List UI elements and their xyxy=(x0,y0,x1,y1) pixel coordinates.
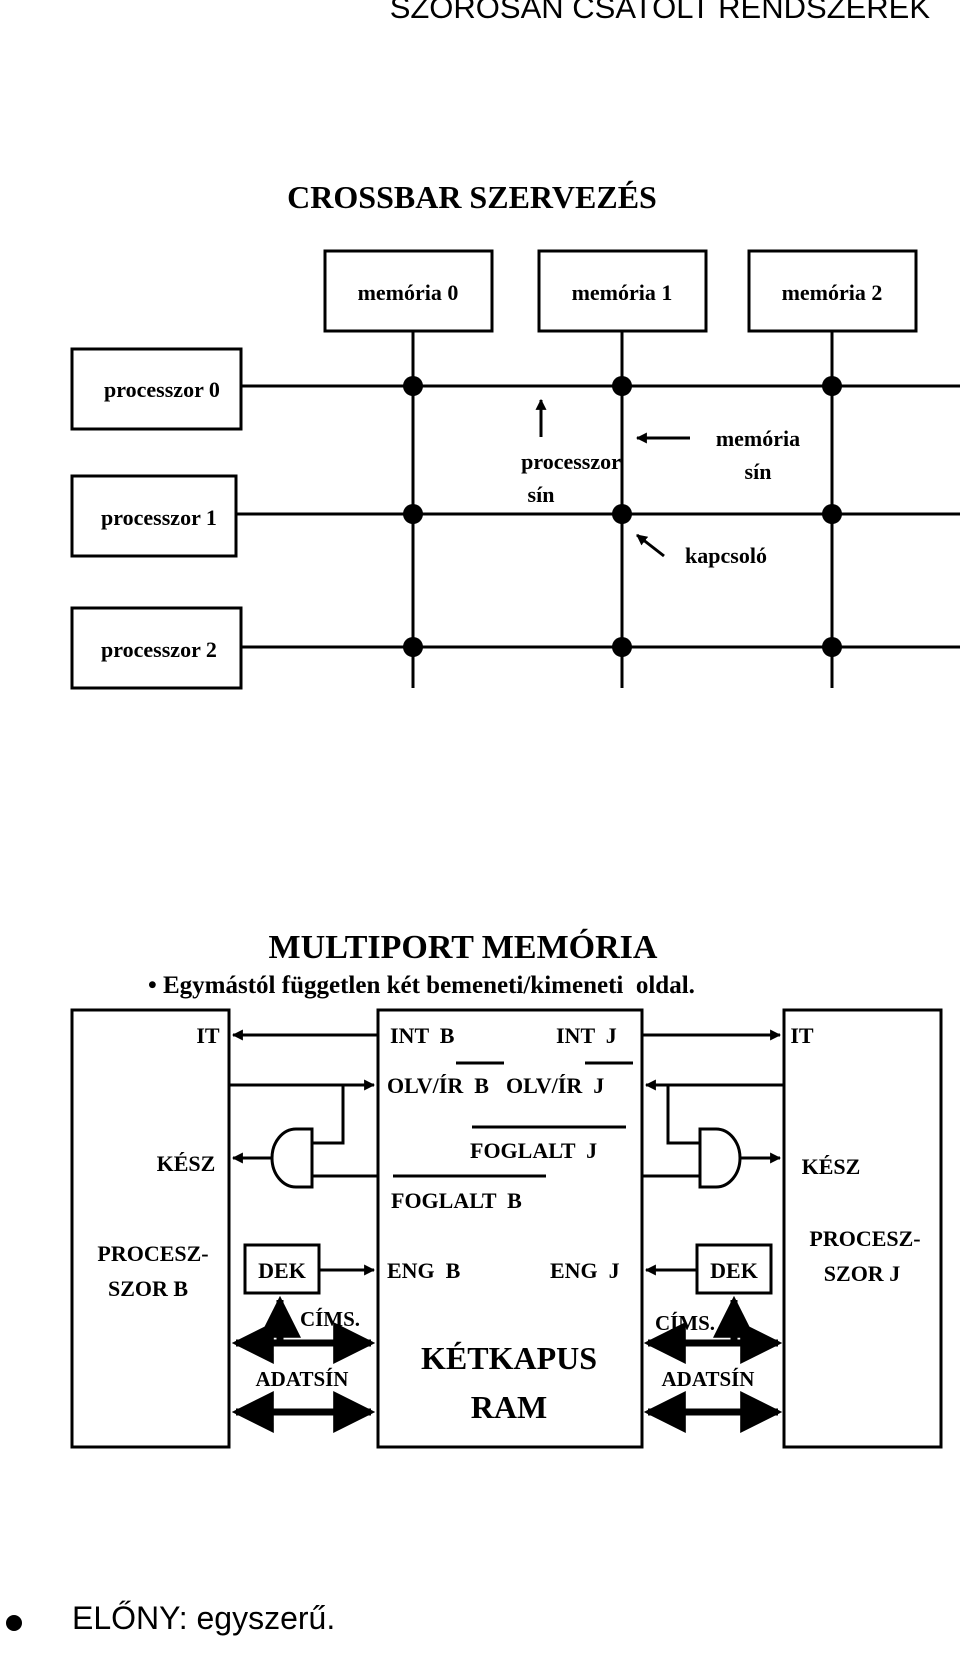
ram-name-line2: RAM xyxy=(471,1389,547,1425)
switch-dot xyxy=(612,504,632,524)
memory-label-1: memória 1 xyxy=(572,280,673,305)
advantage-text: ELŐNY: egyszerű. xyxy=(72,1600,336,1636)
multiport-subtitle: • Egymástól független két bemeneti/kimen… xyxy=(148,972,695,999)
adatsin-right-label: ADATSÍN xyxy=(662,1367,755,1391)
right-it-label: IT xyxy=(790,1023,814,1048)
cims-left-label: CÍMS. xyxy=(300,1307,360,1331)
multiport-diagram: MULTIPORT MEMÓRIA • Egymástól független … xyxy=(70,928,943,1449)
crossbar-title: CROSSBAR SZERVEZÉS xyxy=(287,179,657,215)
switch-arrow xyxy=(636,533,665,558)
and-gate-right xyxy=(642,1085,782,1189)
switch-dot xyxy=(822,504,842,524)
switch-dot xyxy=(403,504,423,524)
right-processor-name-line2: SZOR J xyxy=(824,1261,900,1286)
memory-box-1: memória 1 xyxy=(537,249,708,333)
dek-right-label: DEK xyxy=(710,1258,758,1283)
cims-right-label: CÍMS. xyxy=(655,1311,715,1335)
dek-right-box: DEK xyxy=(695,1243,773,1295)
processor-label-1: processzor 1 xyxy=(101,505,217,530)
ram-foglalt-j: FOGLALT J xyxy=(470,1138,597,1163)
processor-label-2: processzor 2 xyxy=(101,637,217,662)
page-title: SZOROSAN CSATOLT RENDSZEREK xyxy=(389,0,930,25)
processor-box-2: processzor 2 xyxy=(70,606,243,690)
processor-j-box xyxy=(782,1008,943,1449)
dek-left-box: DEK xyxy=(243,1243,321,1295)
right-processor-name-line1: PROCESZ- xyxy=(809,1226,920,1251)
and-gate-left xyxy=(231,1085,378,1189)
left-kesz-label: KÉSZ xyxy=(157,1151,216,1176)
left-processor-name-line2: SZOR B xyxy=(108,1276,188,1301)
memory-box-0: memória 0 xyxy=(323,249,494,333)
left-it-label: IT xyxy=(196,1023,220,1048)
processor-bus-label-line1: processzor xyxy=(521,449,621,474)
left-processor-name-line1: PROCESZ- xyxy=(97,1241,208,1266)
processor-box-0: processzor 0 xyxy=(70,347,243,431)
memory-bus-label-line2: sín xyxy=(745,459,772,484)
switch-dot xyxy=(822,637,842,657)
ram-name-line1: KÉTKAPUS xyxy=(421,1340,597,1376)
processor-b-box xyxy=(70,1008,231,1449)
advantage-bullet: ELŐNY: egyszerű. xyxy=(0,1600,960,1656)
processor-label-0: processzor 0 xyxy=(104,377,220,402)
processor-bus-label-line2: sín xyxy=(528,482,555,507)
ram-int-b: INT B xyxy=(390,1023,455,1048)
right-kesz-label: KÉSZ xyxy=(802,1154,861,1179)
processor-box-1: processzor 1 xyxy=(70,474,238,558)
memory-box-2: memória 2 xyxy=(747,249,918,333)
dek-left-label: DEK xyxy=(258,1258,306,1283)
ram-olv-ir-j: OLV/ÍR J xyxy=(506,1073,604,1098)
bullet-dot xyxy=(6,1615,22,1631)
memory-label-0: memória 0 xyxy=(358,280,459,305)
switch-dot xyxy=(822,376,842,396)
memory-label-2: memória 2 xyxy=(782,280,883,305)
crossbar-diagram: CROSSBAR SZERVEZÉS memória 0 memória 1 m… xyxy=(70,179,960,690)
ram-foglalt-b: FOGLALT B xyxy=(391,1188,522,1213)
ram-int-j: INT J xyxy=(556,1023,617,1048)
switch-label: kapcsoló xyxy=(685,543,767,568)
memory-bus-label-line1: memória xyxy=(716,426,800,451)
ram-eng-b: ENG B xyxy=(387,1258,461,1283)
ram-olv-ir-b: OLV/ÍR B xyxy=(387,1073,489,1098)
switch-dot xyxy=(403,637,423,657)
adatsin-left-label: ADATSÍN xyxy=(256,1367,349,1391)
crossbar-switches xyxy=(403,376,842,657)
multiport-title: MULTIPORT MEMÓRIA xyxy=(269,928,658,966)
dual-port-ram-box xyxy=(376,1008,644,1449)
switch-dot xyxy=(612,376,632,396)
ram-eng-j: ENG J xyxy=(550,1258,620,1283)
switch-dot xyxy=(403,376,423,396)
switch-dot xyxy=(612,637,632,657)
